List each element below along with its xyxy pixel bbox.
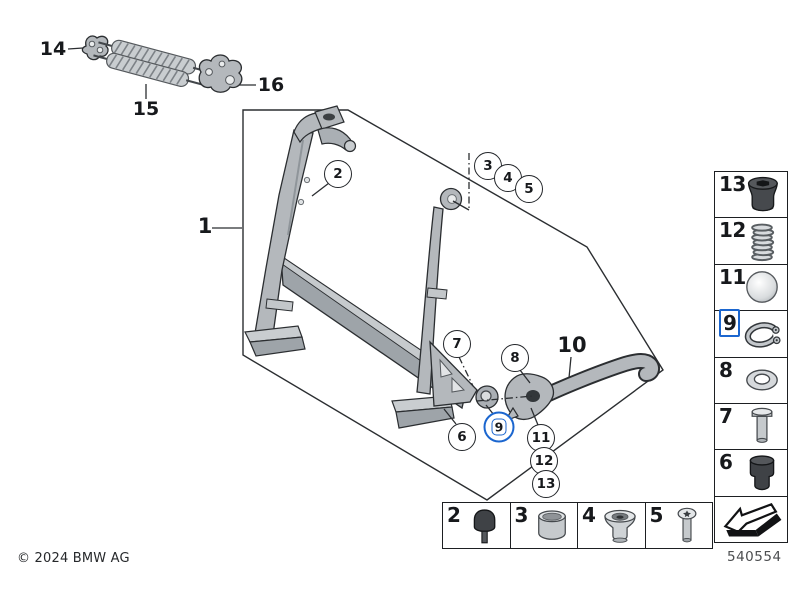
callout-6[interactable]: 6	[448, 423, 476, 451]
circlip-icon	[737, 311, 789, 357]
copyright-notice: © 2024 BMW AG	[17, 551, 130, 566]
parts-cell-2[interactable]: 2	[443, 503, 510, 548]
parts-cell-11[interactable]: 11	[715, 263, 787, 311]
parts-cell-6[interactable]: 6	[715, 449, 787, 496]
parts-cell-5[interactable]: 5	[644, 503, 712, 548]
callout-5[interactable]: 5	[515, 175, 543, 203]
part-number-label: 8	[719, 357, 733, 382]
torx-screw-icon	[664, 504, 710, 548]
diagram-frame	[242, 109, 664, 501]
callout-14[interactable]: 14	[39, 38, 67, 60]
parts-cell-9[interactable]: 9	[715, 309, 789, 357]
tension-spring-lower	[93, 52, 202, 88]
parts-cell-13[interactable]: 13	[715, 172, 787, 218]
coil-spring-icon	[737, 218, 787, 264]
parts-cell-8[interactable]: 8	[715, 356, 787, 403]
part-number-label: 3	[514, 503, 529, 527]
rubber-grommet-icon	[737, 172, 787, 218]
parts-cell-3[interactable]: 3	[509, 503, 577, 548]
callout-1[interactable]: 1	[197, 214, 213, 238]
legend-arrow-cell[interactable]	[715, 495, 787, 543]
rubber-buffer-icon	[737, 450, 787, 496]
part-number-label: 4	[582, 503, 596, 527]
callout-10[interactable]: 10	[557, 333, 587, 357]
part-number-label: 2	[447, 503, 461, 527]
spring-bracket-14	[81, 35, 109, 61]
part-number-label: 9	[719, 309, 741, 338]
callout-9[interactable]: 9	[483, 411, 515, 443]
parts-cell-7[interactable]: 7	[715, 402, 787, 450]
callout-2[interactable]: 2	[324, 160, 352, 188]
centre-stand-drawing	[244, 105, 499, 429]
sleeve-bushing-icon	[529, 504, 575, 548]
parts-legend-row: 2 3 4 5	[442, 502, 713, 549]
part-number-label: 12	[719, 218, 746, 243]
leader-lines	[67, 47, 572, 426]
parts-legend-column: 13 12 11 9 8 7 6	[714, 171, 789, 544]
part-number-label: 7	[719, 403, 733, 428]
steel-ball-icon	[737, 264, 787, 310]
washer-icon	[737, 357, 787, 403]
part-number-label: 11	[719, 264, 746, 289]
clevis-pin-icon	[737, 404, 787, 450]
callout-8[interactable]: 8	[501, 344, 529, 372]
direction-arrow-icon	[718, 497, 786, 541]
rubber-cap-icon	[462, 504, 508, 548]
part-number-label: 5	[649, 503, 664, 527]
part-number-label: 6	[719, 450, 733, 475]
parts-cell-4[interactable]: 4	[577, 503, 645, 548]
part-number-label: 13	[719, 172, 746, 196]
spring-bracket-16	[198, 54, 243, 93]
parts-cell-12[interactable]: 12	[715, 217, 787, 264]
funnel-bushing-icon	[597, 504, 643, 548]
callout-16[interactable]: 16	[257, 74, 285, 96]
stand-lever-drawing	[503, 353, 661, 423]
callout-15[interactable]: 15	[132, 98, 160, 120]
diagram-number: 540554	[727, 549, 782, 565]
callout-13[interactable]: 13	[532, 470, 560, 498]
callout-7[interactable]: 7	[443, 330, 471, 358]
